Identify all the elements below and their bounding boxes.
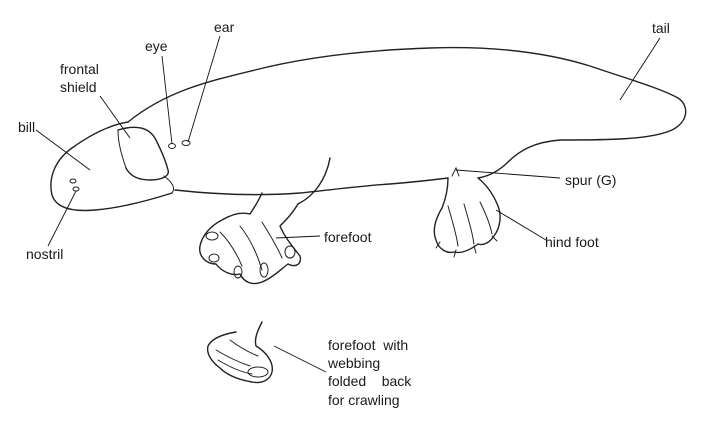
leader-eye [161,55,173,145]
folded-forefoot-drawing [206,321,273,384]
leader-bill [35,129,91,171]
label-ear: ear [214,19,235,35]
leader-nostril [47,190,77,247]
eye-icon [168,143,176,149]
label-hind-foot: hind foot [545,234,599,250]
label-folded-forefoot-4: for crawling [328,392,400,408]
leader-hind-foot [495,209,547,241]
label-frontal-shield-1: frontal [60,61,99,77]
hind-foot-drawing [433,166,501,258]
leader-spur [455,169,561,179]
label-tail: tail [652,20,670,36]
label-bill: bill [18,119,35,135]
label-nostril: nostril [26,246,63,262]
platypus-body [127,46,687,215]
platypus-head [50,121,191,212]
spur-icon [451,166,460,177]
nostril-icon [69,178,77,184]
label-folded-forefoot-1: forefoot with [328,337,408,353]
label-forefoot: forefoot [324,229,372,245]
leader-folded-forefoot [273,345,327,373]
labels: ear tail eye frontal shield bill spur(G)… [18,19,670,408]
forefoot-drawing [199,203,302,285]
label-folded-forefoot-2: webbing [327,355,380,371]
leader-ear [187,35,221,143]
label-frontal-shield-2: shield [60,79,97,95]
leader-forefoot [275,235,321,239]
nostril-icon [72,186,80,192]
label-folded-forefoot-3: folded back [328,373,412,389]
ear-icon [181,140,191,146]
leader-tail [619,37,661,101]
leader-frontal-shield [99,95,131,139]
label-spur: spur(G) [565,172,616,188]
label-eye: eye [145,38,168,54]
leader-lines [35,35,661,373]
